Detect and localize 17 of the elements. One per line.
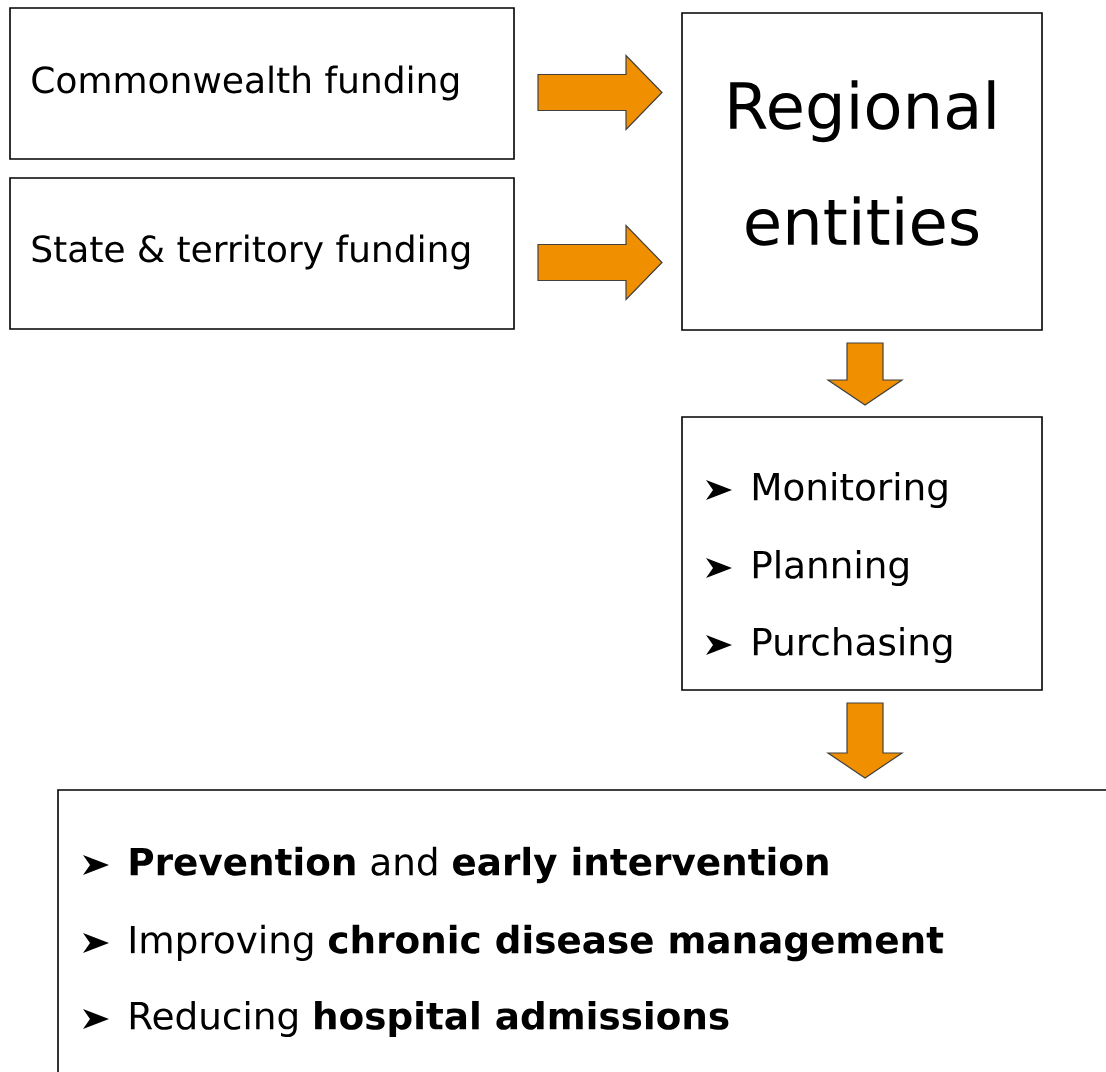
list-item: Purchasing — [753, 626, 952, 664]
list-item: Commonwealth funding — [32, 65, 459, 101]
list-item: State & territory funding — [32, 234, 470, 270]
block-arrow — [826, 702, 904, 779]
list-item: Planning — [753, 549, 908, 587]
list-item: Reducing hospital admissions — [130, 1000, 729, 1038]
funding-box — [9, 177, 515, 330]
list-item: Monitoring — [753, 471, 947, 509]
entity-box: Regional entities — [681, 12, 1043, 331]
list-item: Prevention and early intervention — [130, 846, 828, 884]
block-arrow — [826, 342, 904, 406]
list-item: Improving chronic disease management — [130, 924, 944, 962]
block-arrow — [537, 224, 663, 301]
block-arrow — [537, 54, 663, 131]
activity-box — [681, 416, 1043, 691]
funding-box — [9, 7, 515, 160]
outcome-box — [57, 789, 1106, 1072]
